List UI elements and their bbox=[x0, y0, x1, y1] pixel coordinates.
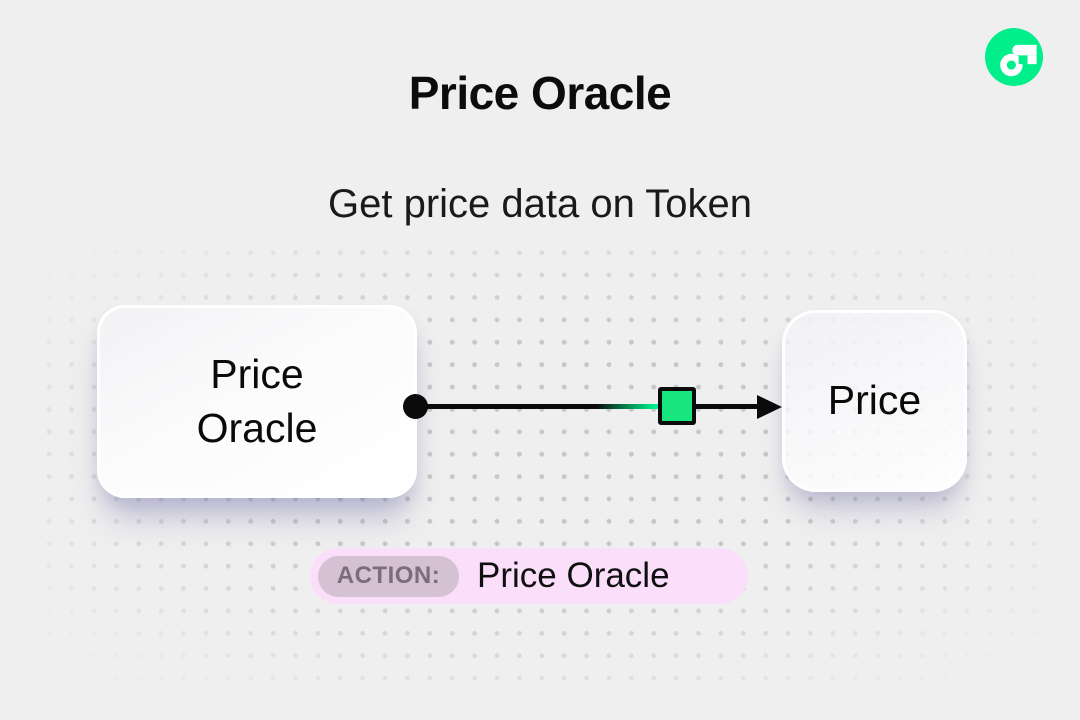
action-pill: ACTION: Price Oracle bbox=[310, 548, 748, 604]
page-subtitle: Get price data on Token bbox=[328, 182, 752, 226]
edge-line bbox=[415, 404, 765, 409]
target-node: Price bbox=[782, 310, 967, 492]
edge-line-green-gradient bbox=[596, 404, 660, 409]
flow-logo-icon bbox=[985, 28, 1043, 86]
edge-arrowhead-icon bbox=[757, 395, 782, 419]
page-title: Price Oracle bbox=[408, 67, 672, 119]
action-badge: ACTION: bbox=[318, 555, 459, 597]
edge-marker-square-icon bbox=[658, 387, 696, 425]
action-value: Price Oracle bbox=[477, 556, 670, 595]
source-node-label: Price Oracle bbox=[196, 351, 318, 451]
edge-start-dot bbox=[403, 394, 428, 419]
source-node: Price Oracle bbox=[97, 305, 417, 498]
target-node-label: Price bbox=[827, 377, 922, 424]
